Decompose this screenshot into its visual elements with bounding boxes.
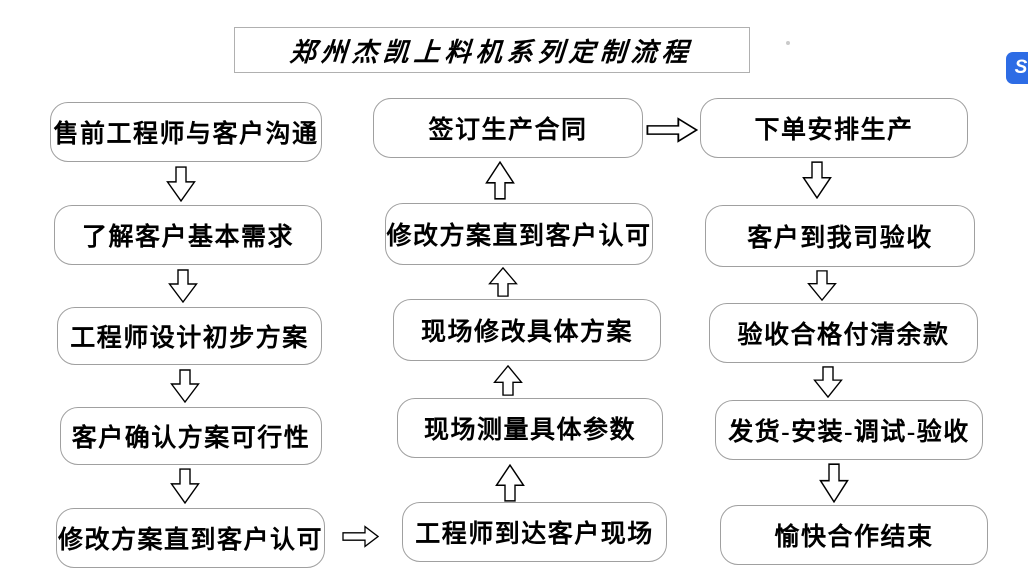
flow-node-label: 现场修改具体方案 xyxy=(420,319,633,346)
flow-node-label: 客户确认方案可行性 xyxy=(71,425,311,452)
flow-node-label: 客户到我司验收 xyxy=(747,225,933,252)
page-title: 郑州杰凯上料机系列定制流程 xyxy=(289,37,695,67)
title-box: 郑州杰凯上料机系列定制流程 xyxy=(234,27,750,73)
flow-node-right-5: 愉快合作结束 xyxy=(720,505,988,565)
flow-node-left-4: 客户确认方案可行性 xyxy=(60,407,322,465)
arrow-down-icon xyxy=(807,270,837,301)
arrow-up-icon xyxy=(495,464,525,502)
flow-node-right-4: 发货-安装-调试-验收 xyxy=(715,400,983,460)
flow-node-middle-1: 签订生产合同 xyxy=(373,98,643,158)
flow-node-label: 工程师到达客户现场 xyxy=(415,521,654,548)
flow-node-label: 发货-安装-调试-验收 xyxy=(728,419,970,446)
flow-node-middle-5: 工程师到达客户现场 xyxy=(402,502,667,562)
flow-node-left-5: 修改方案直到客户认可 xyxy=(56,508,325,568)
arrow-up-icon xyxy=(488,267,518,297)
flow-node-middle-3: 现场修改具体方案 xyxy=(393,299,661,361)
flow-node-middle-4: 现场测量具体参数 xyxy=(397,398,663,458)
flow-node-right-3: 验收合格付清余款 xyxy=(709,303,978,363)
flow-node-middle-2: 修改方案直到客户认可 xyxy=(385,203,653,265)
flow-node-right-2: 客户到我司验收 xyxy=(705,205,975,267)
flow-node-label: 签订生产合同 xyxy=(428,117,588,144)
flow-node-left-2: 了解客户基本需求 xyxy=(54,205,322,265)
arrow-down-icon xyxy=(802,161,832,199)
arrow-down-icon xyxy=(166,166,196,202)
flow-node-label: 工程师设计初步方案 xyxy=(70,325,309,352)
flow-node-left-1: 售前工程师与客户沟通 xyxy=(50,102,322,162)
arrow-down-icon xyxy=(170,468,200,504)
arrow-down-icon xyxy=(819,463,849,503)
flow-node-left-3: 工程师设计初步方案 xyxy=(57,307,322,365)
arrow-down-icon xyxy=(168,269,198,303)
arrow-down-icon xyxy=(813,366,843,398)
flow-node-right-1: 下单安排生产 xyxy=(700,98,968,158)
arrow-right-icon xyxy=(342,525,379,548)
flow-node-label: 愉快合作结束 xyxy=(774,524,934,551)
stray-dot xyxy=(786,41,790,45)
side-widget-button[interactable]: S xyxy=(1006,52,1028,84)
arrow-up-icon xyxy=(493,365,523,396)
flow-node-label: 售前工程师与客户沟通 xyxy=(53,121,319,148)
arrow-down-icon xyxy=(170,369,200,403)
arrow-right-icon xyxy=(646,117,698,143)
flow-node-label: 修改方案直到客户认可 xyxy=(57,527,323,554)
flow-node-label: 修改方案直到客户认可 xyxy=(386,223,652,250)
flow-node-label: 现场测量具体参数 xyxy=(423,417,636,444)
flow-node-label: 下单安排生产 xyxy=(754,117,914,144)
arrow-up-icon xyxy=(485,161,515,200)
flow-node-label: 了解客户基本需求 xyxy=(81,224,294,251)
side-widget-glyph: S xyxy=(1014,57,1028,78)
flow-node-label: 验收合格付清余款 xyxy=(737,322,950,349)
